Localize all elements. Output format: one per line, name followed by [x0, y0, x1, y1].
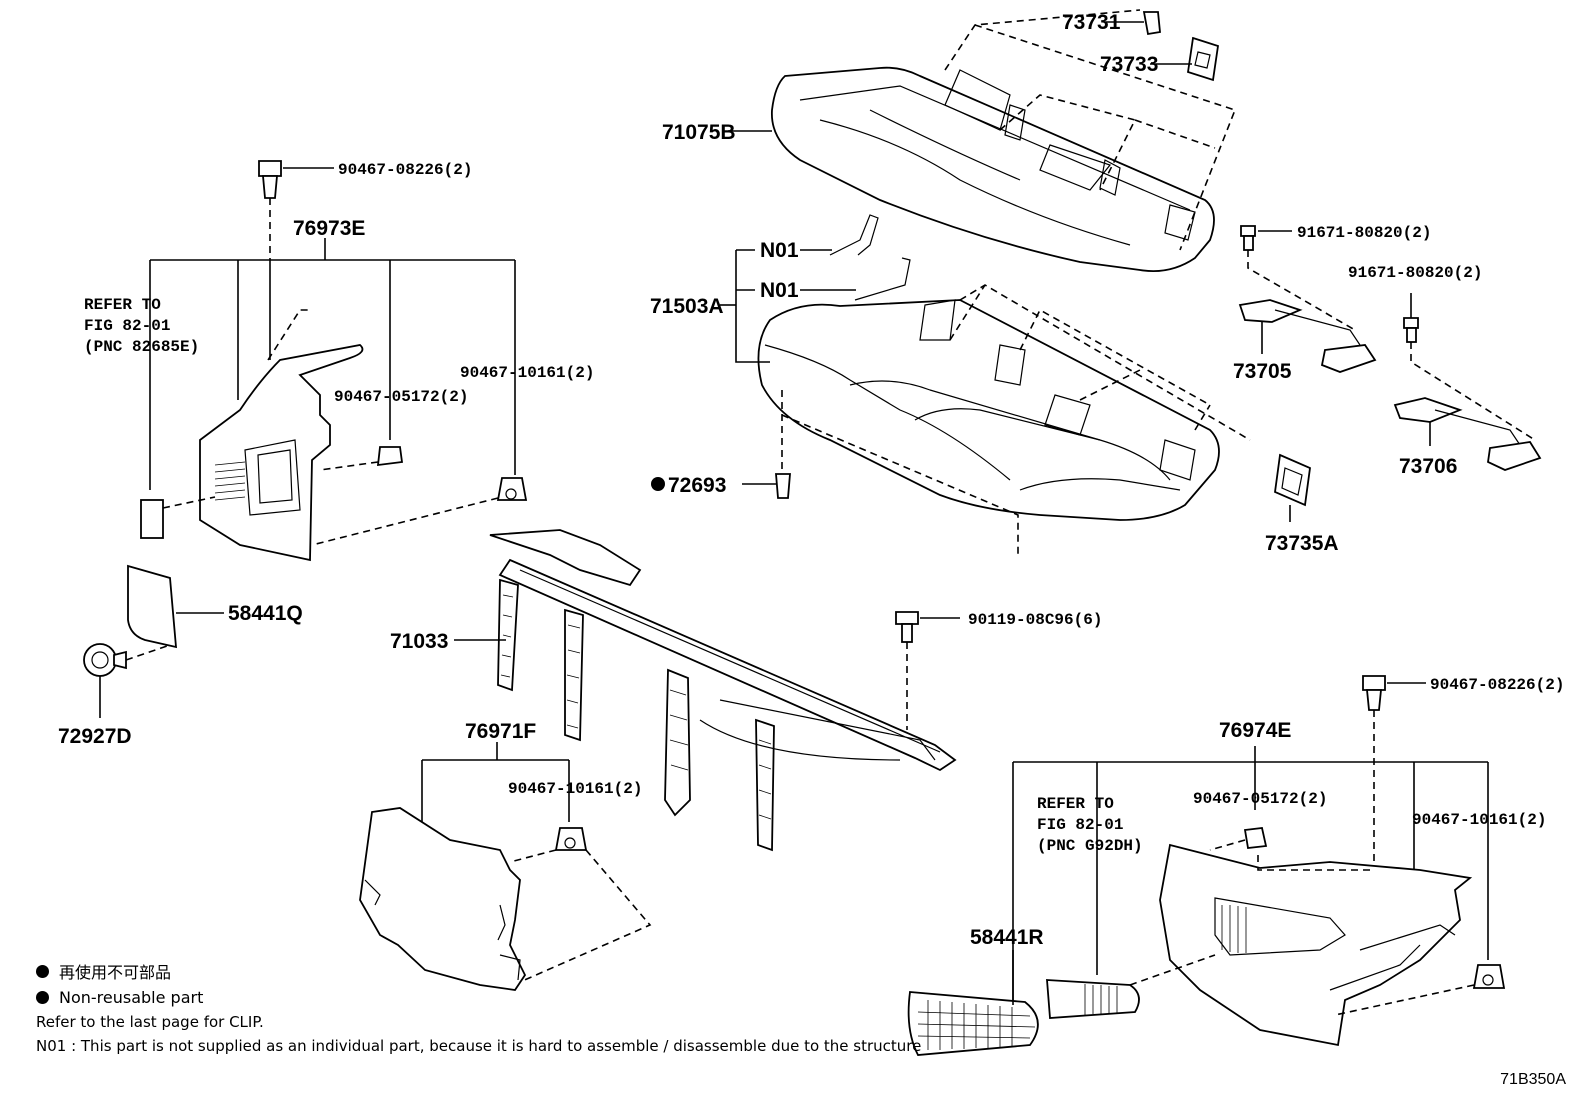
label-73735a: 73735A	[1265, 532, 1339, 555]
label-76974e: 76974E	[1219, 719, 1291, 742]
label-91671-a: 91671-80820(2)	[1297, 224, 1431, 242]
hinge-73705-drawing	[1238, 299, 1377, 373]
label-76973e: 76973E	[293, 217, 365, 240]
side-garnish-76973e-drawing	[199, 309, 364, 562]
label-90467-10161-mid: 90467-10161(2)	[508, 780, 642, 798]
hinge-73706-drawing	[1393, 397, 1542, 471]
label-n01-a: N01	[760, 239, 799, 262]
label-90467-05172-right: 90467-05172(2)	[1193, 790, 1327, 808]
note-non-reusable-en: Non-reusable part	[36, 984, 921, 1010]
seat-back-cushion-drawing	[771, 66, 1215, 273]
label-90467-10161-right: 90467-10161(2)	[1412, 811, 1546, 829]
note-clip: Refer to the last page for CLIP.	[36, 1013, 264, 1031]
label-90467-08226-left: 90467-08226(2)	[338, 161, 472, 179]
note-non-reusable-en-text: Non-reusable part	[59, 987, 204, 1007]
seat-frame-71033-drawing	[489, 529, 957, 852]
bolt-91671-a-drawing	[1240, 225, 1292, 251]
bolt-91671-b-drawing	[1403, 293, 1419, 343]
clip-90467-05172-right-drawing	[1243, 827, 1268, 849]
notes-block: 再使用不可部品 Non-reusable part Refer to the l…	[36, 958, 921, 1058]
note-non-reusable-jp-text: 再使用不可部品	[59, 963, 172, 982]
non-reusable-dot-icon	[651, 477, 665, 491]
label-73733: 73733	[1100, 53, 1158, 76]
label-91671-b: 91671-80820(2)	[1348, 264, 1482, 282]
ref-left-line2: FIG 82-01	[84, 317, 170, 335]
label-90119: 90119-08C96(6)	[968, 611, 1102, 629]
ref-left-line1: REFER TO	[84, 296, 161, 314]
label-90467-08226-right: 90467-08226(2)	[1430, 676, 1564, 694]
label-73706: 73706	[1399, 455, 1457, 478]
pad-right-drawing	[1046, 979, 1140, 1019]
ref-right-line2: FIG 82-01	[1037, 816, 1123, 834]
pad-left-drawing	[140, 499, 164, 539]
clip-90467-10161-mid-drawing	[554, 827, 588, 851]
wire-n01-drawing	[800, 214, 911, 301]
label-71033: 71033	[390, 630, 448, 653]
label-71503a: 71503A	[650, 295, 724, 318]
ref-left-line3: (PNC 82685E)	[84, 338, 199, 356]
bracket-73733-drawing	[1150, 36, 1220, 82]
clip-90467-05172-left-drawing	[376, 446, 404, 467]
clip-73731-drawing	[1104, 11, 1161, 36]
clip-72927d-drawing	[83, 643, 127, 718]
label-58441r: 58441R	[970, 926, 1044, 949]
mat-58441r-drawing	[907, 991, 1039, 1056]
bracket-73735a-drawing	[1274, 453, 1311, 522]
clip-90467-10161-left-drawing	[496, 477, 528, 501]
ref-right-line3: (PNC G92DH)	[1037, 837, 1143, 855]
diagram-id: 71B350A	[1500, 1071, 1566, 1088]
label-71075b: 71075B	[662, 121, 736, 144]
trim-76971f-drawing	[359, 807, 527, 991]
side-garnish-76974e-drawing	[1159, 843, 1473, 1047]
clip-72693-drawing	[651, 473, 791, 499]
non-reusable-dot-icon	[36, 964, 49, 978]
bolt-90467-08226-right-drawing	[1362, 675, 1426, 711]
label-76971f: 76971F	[465, 720, 536, 743]
ref-right-line1: REFER TO	[1037, 795, 1114, 813]
non-reusable-dot-icon	[36, 990, 49, 1004]
clip-90467-10161-right-drawing	[1472, 964, 1506, 989]
label-90467-10161-left: 90467-10161(2)	[460, 364, 594, 382]
label-58441q: 58441Q	[228, 602, 303, 625]
label-n01-b: N01	[760, 279, 799, 302]
bolt-90119-drawing	[895, 611, 960, 643]
mat-58441q-drawing	[127, 564, 224, 649]
label-73731: 73731	[1062, 11, 1121, 34]
label-72693: 72693	[668, 474, 726, 497]
note-n01: N01 : This part is not supplied as an in…	[36, 1037, 922, 1055]
label-72927d: 72927D	[58, 725, 132, 748]
bolt-90467-08226-left-drawing	[258, 160, 334, 199]
label-90467-05172-left: 90467-05172(2)	[334, 388, 468, 406]
note-non-reusable-jp: 再使用不可部品	[36, 958, 921, 984]
seat-cushion-drawing	[757, 299, 1220, 521]
label-73705: 73705	[1233, 360, 1292, 383]
